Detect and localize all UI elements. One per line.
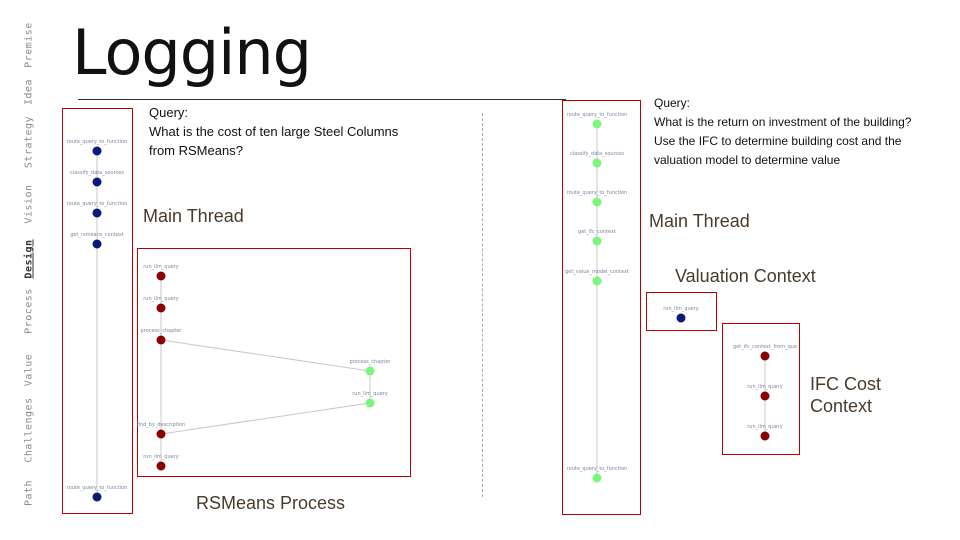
left-main-node-2-label: route_query_to_function bbox=[67, 201, 128, 207]
left-main-node-0[interactable] bbox=[92, 146, 102, 156]
right-main-node-5-label: route_query_to_function bbox=[567, 466, 628, 472]
left-query: Query: What is the cost of ten large Ste… bbox=[149, 103, 398, 160]
ifc-node-2-label: run_llm_query bbox=[747, 424, 783, 430]
title-underline bbox=[78, 99, 566, 100]
right-main-thread-heading: Main Thread bbox=[649, 211, 750, 231]
column-divider bbox=[482, 113, 483, 497]
left-main-thread-frame bbox=[62, 108, 133, 514]
left-main-node-1-label: classify_data_sources bbox=[70, 170, 124, 176]
rsmeans-node-1-label: run_llm_query bbox=[143, 296, 179, 302]
ifc-node-2[interactable] bbox=[760, 431, 770, 441]
rsmeans-edge-branch-in bbox=[160, 402, 371, 435]
right-main-node-1[interactable] bbox=[592, 158, 602, 168]
right-main-node-1-label: classify_data_sources bbox=[570, 151, 624, 157]
right-main-node-3[interactable] bbox=[592, 236, 602, 246]
left-main-node-4-label: route_query_to_function bbox=[67, 485, 128, 491]
right-main-node-2[interactable] bbox=[592, 197, 602, 207]
rsmeans-node-4-label: run_llm_query bbox=[352, 391, 388, 397]
right-main-node-2-label: route_query_to_function bbox=[567, 190, 628, 196]
left-main-node-3[interactable] bbox=[92, 239, 102, 249]
rsmeans-node-2-label: process_chapter bbox=[141, 328, 183, 334]
rsmeans-node-6[interactable] bbox=[156, 461, 166, 471]
left-query-line-2: from RSMeans? bbox=[149, 143, 243, 158]
rsmeans-edge-branch-out bbox=[160, 339, 371, 372]
rsmeans-node-3[interactable] bbox=[365, 366, 375, 376]
rsmeans-node-1[interactable] bbox=[156, 303, 166, 313]
valuation-node-0-label: run_llm_query bbox=[663, 306, 699, 312]
rsmeans-node-0-label: run_llm_query bbox=[143, 264, 179, 270]
left-main-node-4[interactable] bbox=[92, 492, 102, 502]
left-main-node-1[interactable] bbox=[92, 177, 102, 187]
left-main-node-2[interactable] bbox=[92, 208, 102, 218]
rsmeans-node-4[interactable] bbox=[365, 398, 375, 408]
right-main-thread-frame bbox=[562, 100, 641, 515]
ifc-cost-context-frame bbox=[722, 323, 800, 455]
left-query-label: Query: bbox=[149, 105, 189, 120]
rsmeans-process-heading: RSMeans Process bbox=[196, 493, 346, 513]
right-main-node-3-label: get_ifc_context bbox=[578, 229, 616, 235]
right-main-node-5[interactable] bbox=[592, 473, 602, 483]
valuation-context-frame bbox=[646, 292, 717, 331]
rsmeans-node-0[interactable] bbox=[156, 271, 166, 281]
right-query-line-1: What is the return on investment of the … bbox=[654, 115, 912, 129]
left-main-node-0-label: route_query_to_function bbox=[67, 139, 128, 145]
ifc-heading-line-2: Context bbox=[810, 396, 873, 416]
rsmeans-process-frame bbox=[137, 248, 411, 477]
rsmeans-node-5-label: find_by_description bbox=[137, 422, 185, 428]
ifc-node-0-label: get_ifc_context_from_quo bbox=[733, 344, 797, 350]
rsmeans-node-3-label: process_chapter bbox=[350, 359, 392, 365]
ifc-node-1-label: run_llm_query bbox=[747, 384, 783, 390]
right-query-line-3: valuation model to determine value bbox=[654, 153, 841, 167]
right-main-node-0[interactable] bbox=[592, 119, 602, 129]
right-main-node-4-label: get_value_model_context bbox=[565, 269, 629, 275]
left-main-thread-heading: Main Thread bbox=[143, 206, 244, 226]
rsmeans-node-5[interactable] bbox=[156, 429, 166, 439]
ifc-heading-line-1: IFC Cost bbox=[810, 374, 882, 394]
right-query-label: Query: bbox=[654, 96, 691, 110]
right-main-node-0-label: route_query_to_function bbox=[567, 112, 628, 118]
valuation-context-heading: Valuation Context bbox=[675, 266, 816, 286]
right-query: Query: What is the return on investment … bbox=[654, 94, 911, 170]
rsmeans-node-6-label: run_llm_query bbox=[143, 454, 179, 460]
ifc-node-0[interactable] bbox=[760, 351, 770, 361]
slide-title: Logging bbox=[72, 16, 312, 89]
right-query-line-2: Use the IFC to determine building cost a… bbox=[654, 134, 902, 148]
valuation-node-0[interactable] bbox=[676, 313, 686, 323]
ifc-cost-context-heading: IFC Cost Context bbox=[810, 373, 881, 417]
ifc-node-1[interactable] bbox=[760, 391, 770, 401]
rsmeans-node-2[interactable] bbox=[156, 335, 166, 345]
left-main-node-3-label: get_rsmeans_context bbox=[70, 232, 124, 238]
left-query-line-1: What is the cost of ten large Steel Colu… bbox=[149, 124, 399, 139]
right-main-node-4[interactable] bbox=[592, 276, 602, 286]
